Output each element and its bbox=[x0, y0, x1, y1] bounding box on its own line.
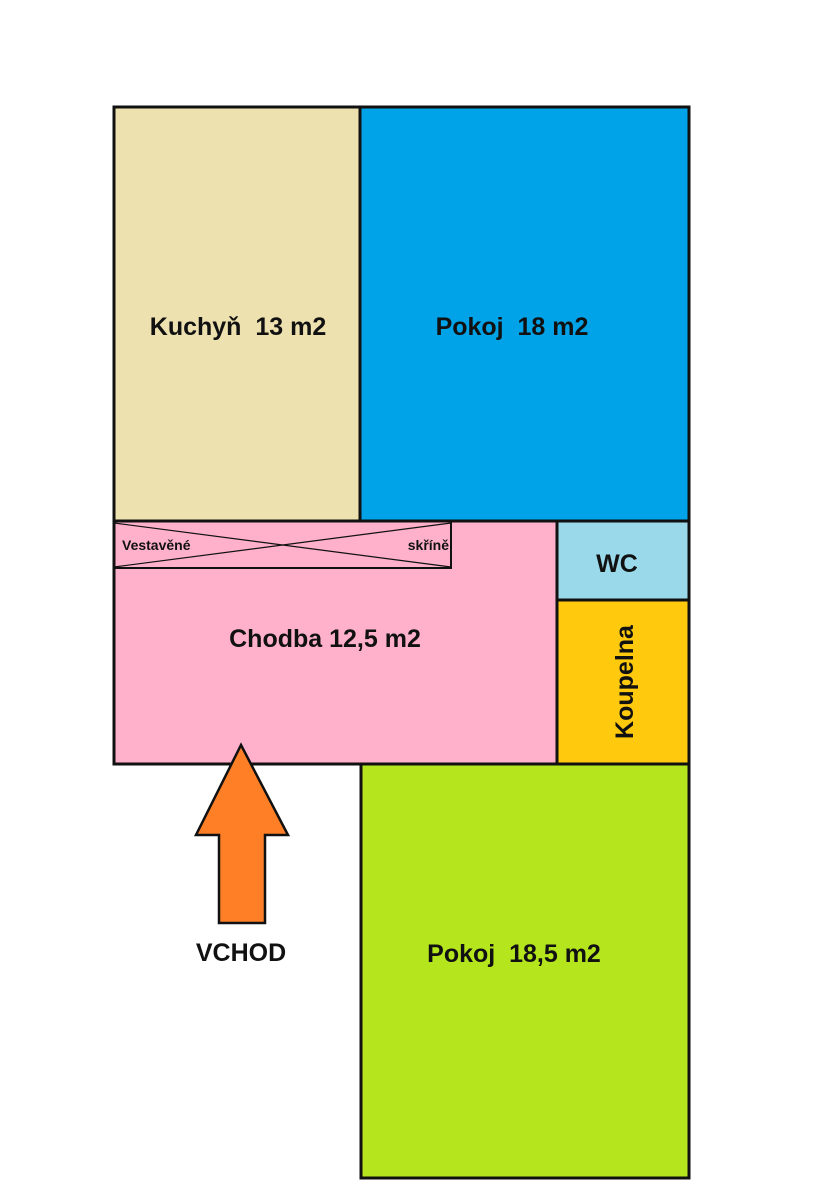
closet-cross-line bbox=[113, 522, 452, 568]
entrance-arrow-icon bbox=[193, 742, 291, 925]
closet-label-left: Vestavěné bbox=[122, 537, 191, 553]
room-top-label: Pokoj 18 m2 bbox=[436, 313, 589, 341]
built-in-closet bbox=[113, 520, 452, 569]
room-bottom-label: Pokoj 18,5 m2 bbox=[427, 940, 601, 968]
room-wc bbox=[555, 519, 691, 602]
room-living-bottom bbox=[359, 762, 691, 1180]
entrance-label: VCHOD bbox=[196, 939, 286, 967]
wc-label: WC bbox=[596, 550, 638, 578]
hallway-label: Chodba 12,5 m2 bbox=[229, 625, 421, 653]
kitchen-label: Kuchyň 13 m2 bbox=[150, 313, 326, 341]
room-living-top bbox=[358, 105, 691, 523]
bathroom-label: Koupelna bbox=[611, 624, 639, 739]
closet-label-right: skříně bbox=[408, 537, 449, 553]
room-kitchen bbox=[112, 105, 362, 523]
